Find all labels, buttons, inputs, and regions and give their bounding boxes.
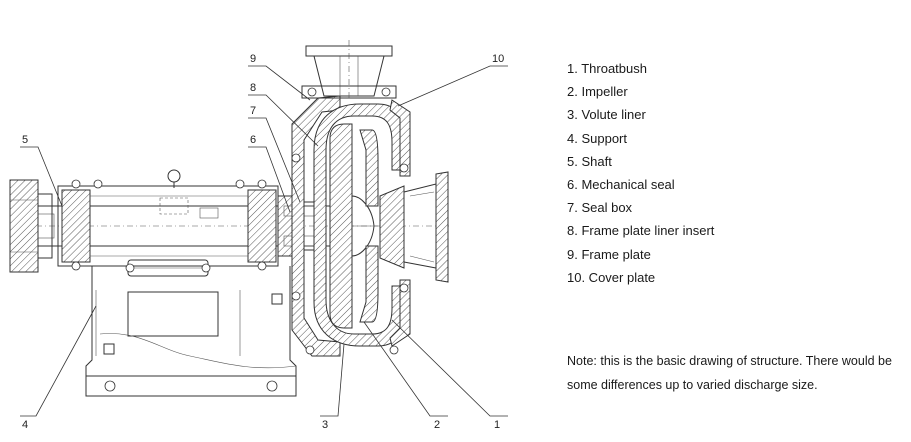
callout-8: 8	[250, 82, 256, 94]
legend-item: 7. Seal box	[567, 200, 633, 216]
structure-note: Note: this is the basic drawing of struc…	[567, 354, 892, 392]
cover-plate	[389, 99, 411, 355]
callout-4: 4	[22, 419, 28, 431]
coupling-flange	[9, 179, 53, 273]
bearing-housing	[57, 169, 279, 277]
support-base	[85, 266, 297, 397]
legend-item: 2. Impeller	[567, 84, 628, 100]
legend-item: 6. Mechanical seal	[567, 176, 675, 192]
callout-1: 1	[494, 419, 500, 431]
legend-item: 5. Shaft	[567, 153, 612, 169]
legend-item: 3. Volute liner	[567, 107, 646, 123]
callout-3: 3	[322, 419, 328, 431]
legend-item: 9. Frame plate	[567, 246, 651, 262]
throatbush	[379, 171, 449, 283]
legend-item: 4. Support	[567, 130, 627, 146]
callout-2: 2	[434, 419, 440, 431]
callout-6: 6	[250, 134, 256, 146]
volute-liner	[313, 103, 405, 347]
parts-legend: 1. Throatbush 2. Impeller 3. Volute line…	[567, 57, 714, 289]
legend-item: 1. Throatbush	[567, 61, 647, 76]
callout-7: 7	[250, 105, 256, 117]
callout-10: 10	[492, 53, 504, 65]
callout-5: 5	[22, 134, 28, 146]
discharge-flange	[301, 40, 397, 100]
legend-item: 8. Frame plate liner insert	[567, 223, 715, 239]
leader-lines	[20, 65, 508, 417]
callout-9: 9	[250, 53, 256, 65]
legend-item: 10. Cover plate	[567, 269, 656, 285]
impeller	[329, 123, 379, 329]
